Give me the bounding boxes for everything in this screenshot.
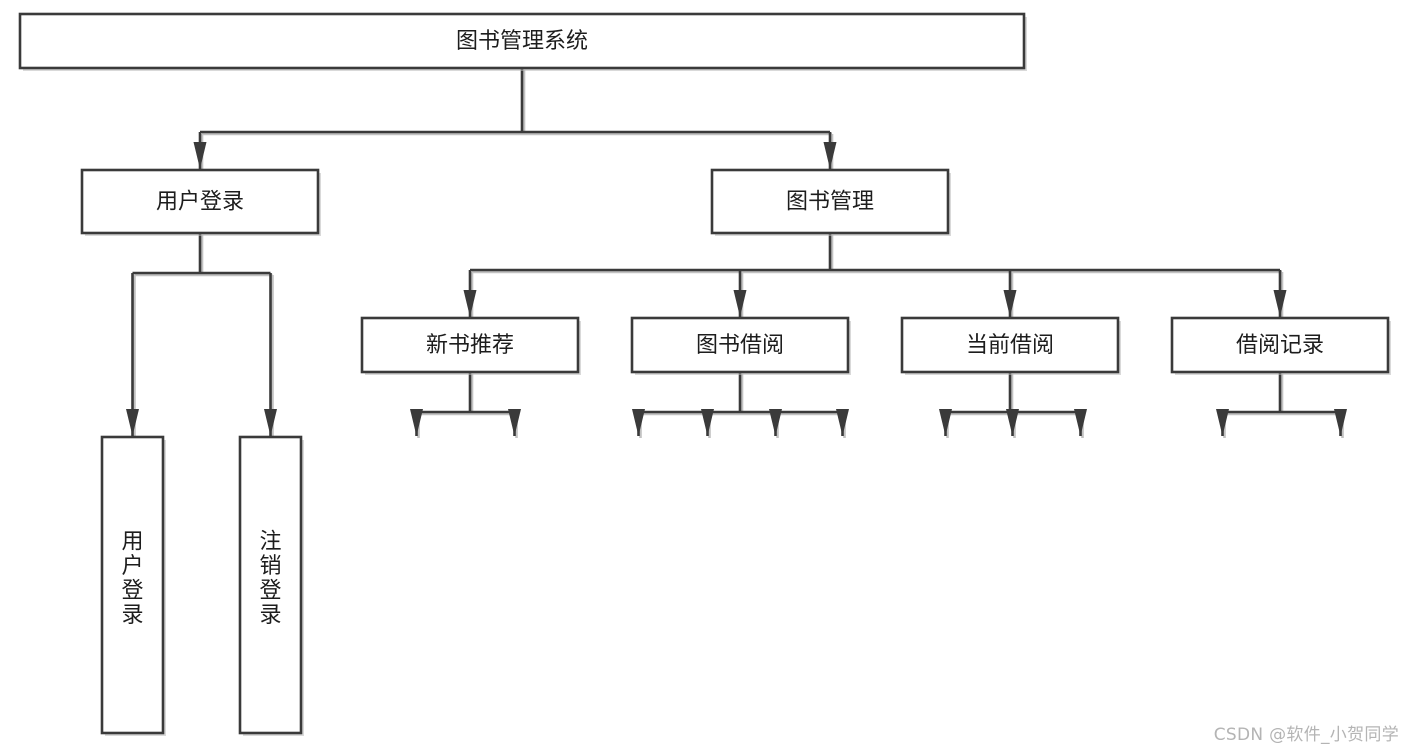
node-label: 注销登录 [259,529,281,628]
node-borrow-records[interactable]: 借阅记录 [1170,316,1391,375]
arrow-head-icon [264,409,277,436]
arrow-head-icon [1273,290,1287,317]
node-label: 新书推荐 [426,333,514,358]
node-current-borrow[interactable]: 当前借阅 [900,316,1121,375]
node-label: 借阅记录 [1236,333,1324,358]
arrow-head-icon [733,290,747,317]
arrow-head-icon [701,409,714,436]
node-new-book-recommend[interactable]: 新书推荐 [360,316,581,375]
node-user-login[interactable]: 用户登录 [80,168,321,236]
node-root[interactable]: 图书管理系统 [18,12,1027,71]
arrow-head-icon [823,142,837,169]
arrow-head-icon [1006,409,1019,436]
connectors-layer [126,68,1347,438]
arrow-head-icon [769,409,782,436]
nodes-layer: 图书管理系统用户登录用户登录注销登录图书管理新书推荐图书借阅当前借阅借阅记录 [18,12,1391,736]
arrow-head-icon [126,409,139,436]
node-label: 用户登录 [156,190,244,215]
node-book-management[interactable]: 图书管理 [710,168,951,236]
arrow-head-icon [836,409,849,436]
csdn-watermark: CSDN @软件_小贺同学 [1213,725,1399,745]
arrow-head-icon [632,409,645,436]
node-label: 当前借阅 [966,333,1054,358]
arrow-head-icon [410,409,423,436]
arrow-head-icon [1074,409,1087,436]
node-user-login-leaf[interactable]: 用户登录 [100,435,166,736]
arrow-head-icon [1216,409,1229,436]
node-book-borrow[interactable]: 图书借阅 [630,316,851,375]
arrow-head-icon [508,409,521,436]
node-label: 图书借阅 [696,333,784,358]
node-label: 用户登录 [121,529,143,628]
arrow-head-icon [939,409,952,436]
node-label: 图书管理系统 [456,29,588,54]
arrow-head-icon [193,142,207,169]
node-label: 图书管理 [786,190,874,215]
arrow-head-icon [463,290,477,317]
node-user-logout-leaf[interactable]: 注销登录 [238,435,304,736]
arrow-head-icon [1334,409,1347,436]
arrow-head-icon [1003,290,1017,317]
